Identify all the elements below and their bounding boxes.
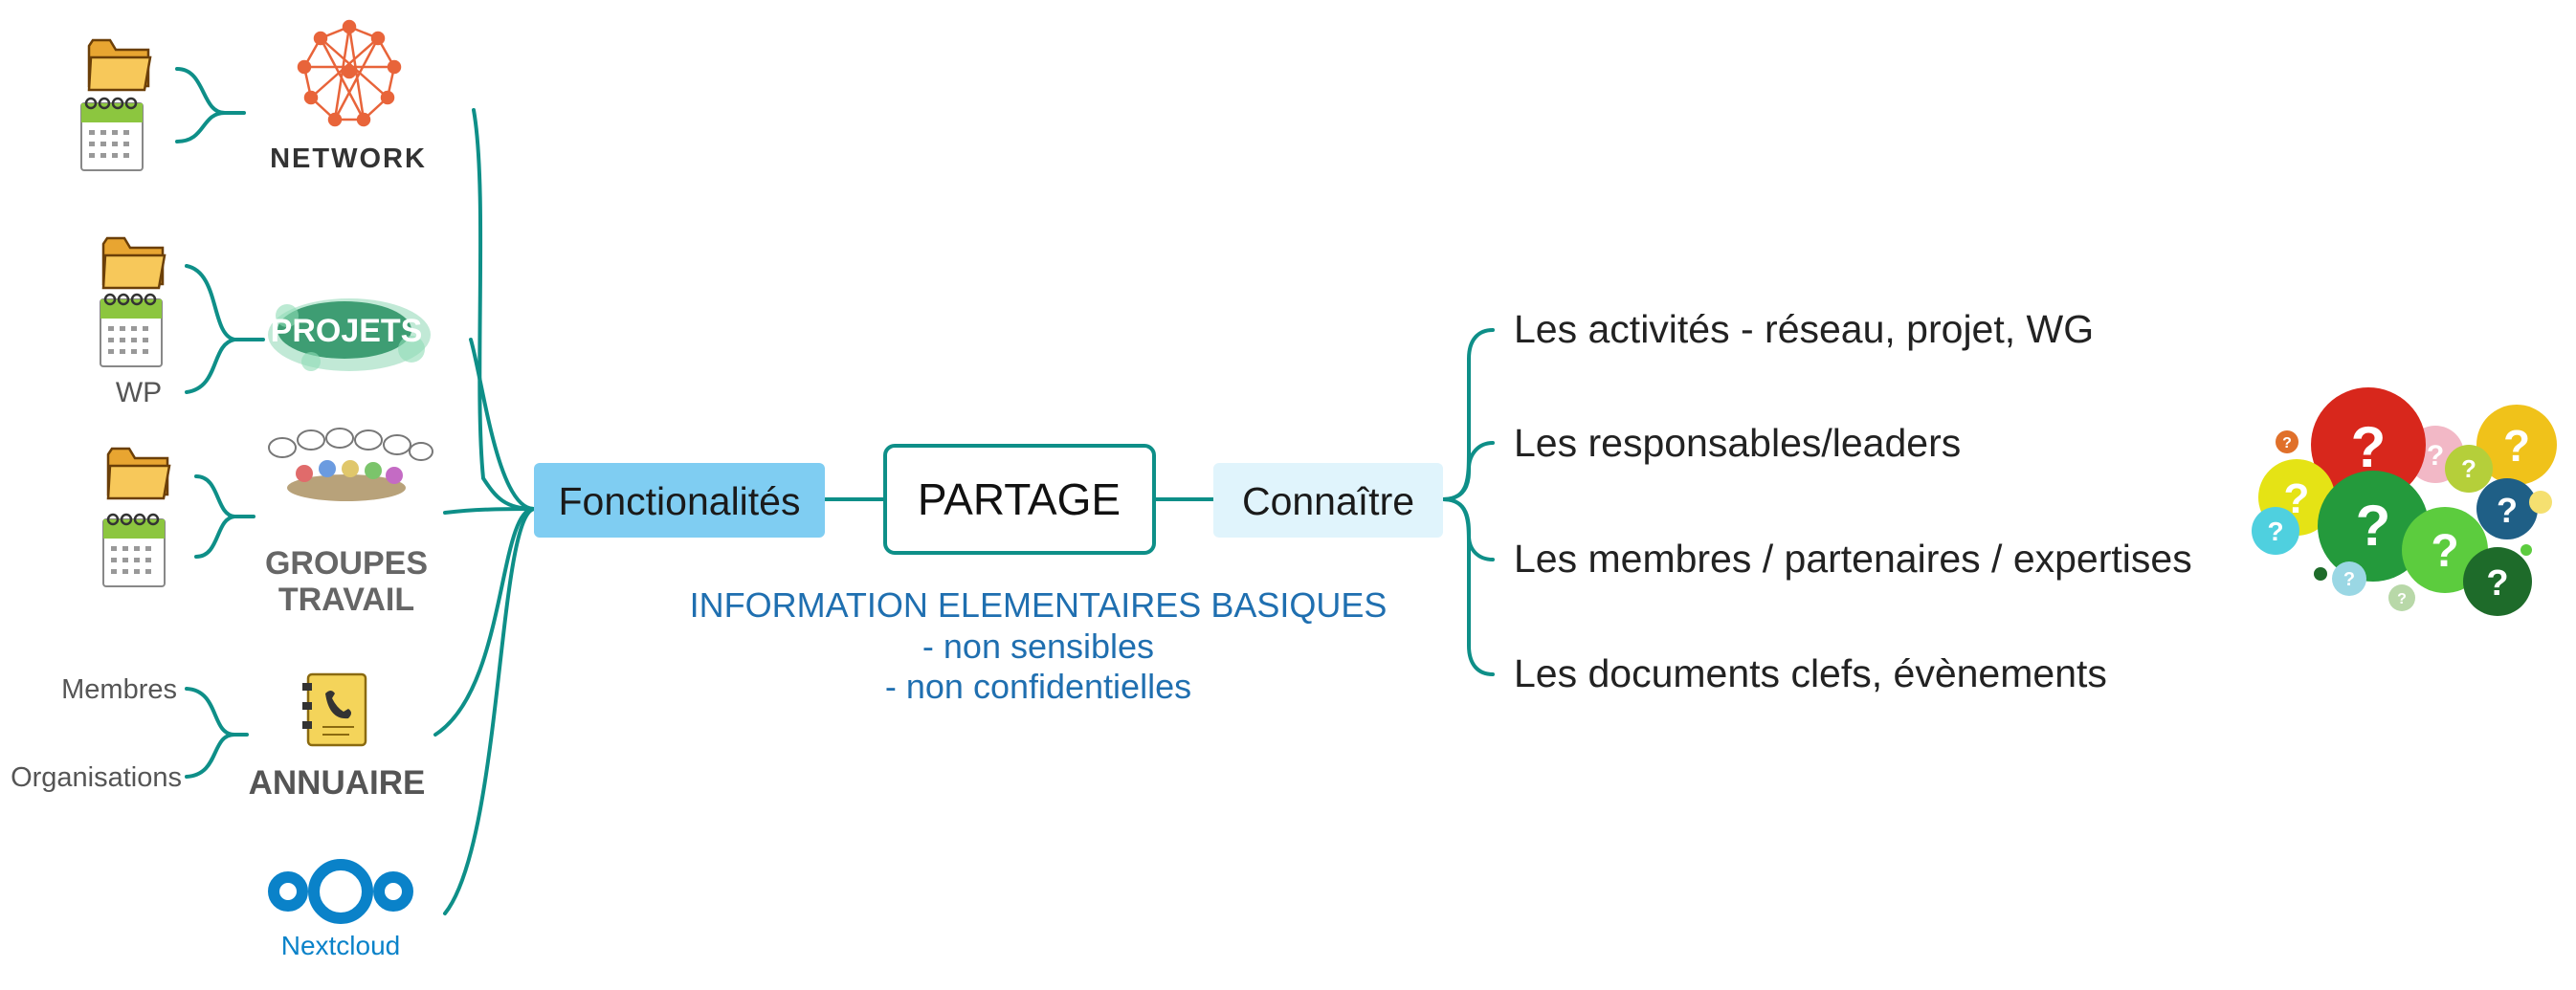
center-label: PARTAGE xyxy=(918,474,1121,524)
note: INFORMATION ELEMENTAIRES BASIQUES - non … xyxy=(690,585,1388,706)
left-branch-node[interactable]: Fonctionalités xyxy=(534,463,825,538)
question-bubbles-icon: ? ? ? ? ? ? ? ? ? ? ? ? ? xyxy=(2252,387,2557,616)
center-node[interactable]: PARTAGE xyxy=(883,444,1156,555)
note-line-3: - non confidentielles xyxy=(885,667,1191,706)
left-branch-label: Fonctionalités xyxy=(559,479,801,523)
svg-text:?: ? xyxy=(2351,415,2387,479)
projets-label: PROJETS xyxy=(271,313,423,349)
right-items: Les activités - réseau, projet, WG Les r… xyxy=(1514,307,2192,695)
svg-text:?: ? xyxy=(2427,440,2444,472)
svg-text:?: ? xyxy=(2356,494,2391,558)
groupes-label-line-1: GROUPES xyxy=(265,545,428,582)
right-item-documents[interactable]: Les documents clefs, évènements xyxy=(1514,651,2107,695)
connector-left-nextcloud xyxy=(443,507,536,915)
groupes-label-line-2: TRAVAIL xyxy=(278,582,414,618)
network-logo-icon xyxy=(297,19,402,127)
left-branch-box[interactable] xyxy=(534,463,825,538)
svg-text:?: ? xyxy=(2343,569,2355,590)
svg-text:?: ? xyxy=(2461,454,2476,483)
brace-network xyxy=(175,67,226,143)
svg-text:?: ? xyxy=(2431,526,2458,577)
calendar-icon xyxy=(101,513,167,588)
annuaire-sub-organisations: Organisations xyxy=(11,762,182,793)
right-item-membres[interactable]: Les membres / partenaires / expertises xyxy=(1514,537,2192,581)
note-line-2: - non sensibles xyxy=(922,627,1154,666)
meeting-icon xyxy=(268,428,433,501)
network-label: NETWORK xyxy=(270,143,427,174)
connector-left-groupes xyxy=(443,507,536,515)
svg-text:?: ? xyxy=(2282,435,2292,451)
annuaire-label: ANNUAIRE xyxy=(249,764,426,802)
right-item-activites[interactable]: Les activités - réseau, projet, WG xyxy=(1514,307,2094,351)
nextcloud-label: Nextcloud xyxy=(281,931,401,960)
svg-text:?: ? xyxy=(2503,421,2530,471)
nextcloud-logo-icon xyxy=(268,859,413,924)
brace-annuaire xyxy=(185,687,235,779)
folder-icon xyxy=(106,447,171,500)
folder-icon xyxy=(87,38,152,92)
svg-text:?: ? xyxy=(2397,591,2407,607)
connector-left-projets xyxy=(469,338,536,511)
brace-groupes xyxy=(194,474,235,559)
right-branch-node[interactable]: Connaître xyxy=(1213,463,1443,538)
projets-item[interactable]: WP PROJETS xyxy=(99,236,431,408)
projets-sub-wp: WP xyxy=(116,377,162,408)
center-box[interactable] xyxy=(883,444,1156,555)
connector-left-top xyxy=(472,108,536,511)
svg-text:?: ? xyxy=(2486,563,2508,604)
nextcloud-item[interactable]: Nextcloud xyxy=(268,859,413,960)
right-item-responsables[interactable]: Les responsables/leaders xyxy=(1514,421,1961,465)
svg-text:?: ? xyxy=(2284,475,2310,522)
calendar-icon xyxy=(99,293,164,368)
right-branch-box[interactable] xyxy=(1213,463,1443,538)
annuaire-sub-membres: Membres xyxy=(61,674,177,705)
brace-projets xyxy=(185,264,235,394)
projets-logo-icon: PROJETS xyxy=(268,298,431,371)
folder-icon xyxy=(101,236,167,290)
connector-right-responsables xyxy=(1441,441,1495,501)
calendar-icon xyxy=(79,97,144,172)
connectors xyxy=(175,67,1495,915)
annuaire-item[interactable]: Membres Organisations ANNUAIRE xyxy=(11,672,426,802)
right-branch-label: Connaître xyxy=(1242,479,1414,523)
note-line-1: INFORMATION ELEMENTAIRES BASIQUES xyxy=(690,585,1388,625)
connector-left-annuaire xyxy=(433,507,536,737)
groupes-travail-item[interactable]: GROUPES TRAVAIL xyxy=(101,428,433,618)
svg-text:?: ? xyxy=(2497,491,2518,530)
connector-right-documents xyxy=(1441,497,1495,676)
address-book-icon xyxy=(302,672,367,747)
network-item[interactable]: NETWORK xyxy=(79,19,427,174)
svg-text:?: ? xyxy=(2267,517,2283,546)
